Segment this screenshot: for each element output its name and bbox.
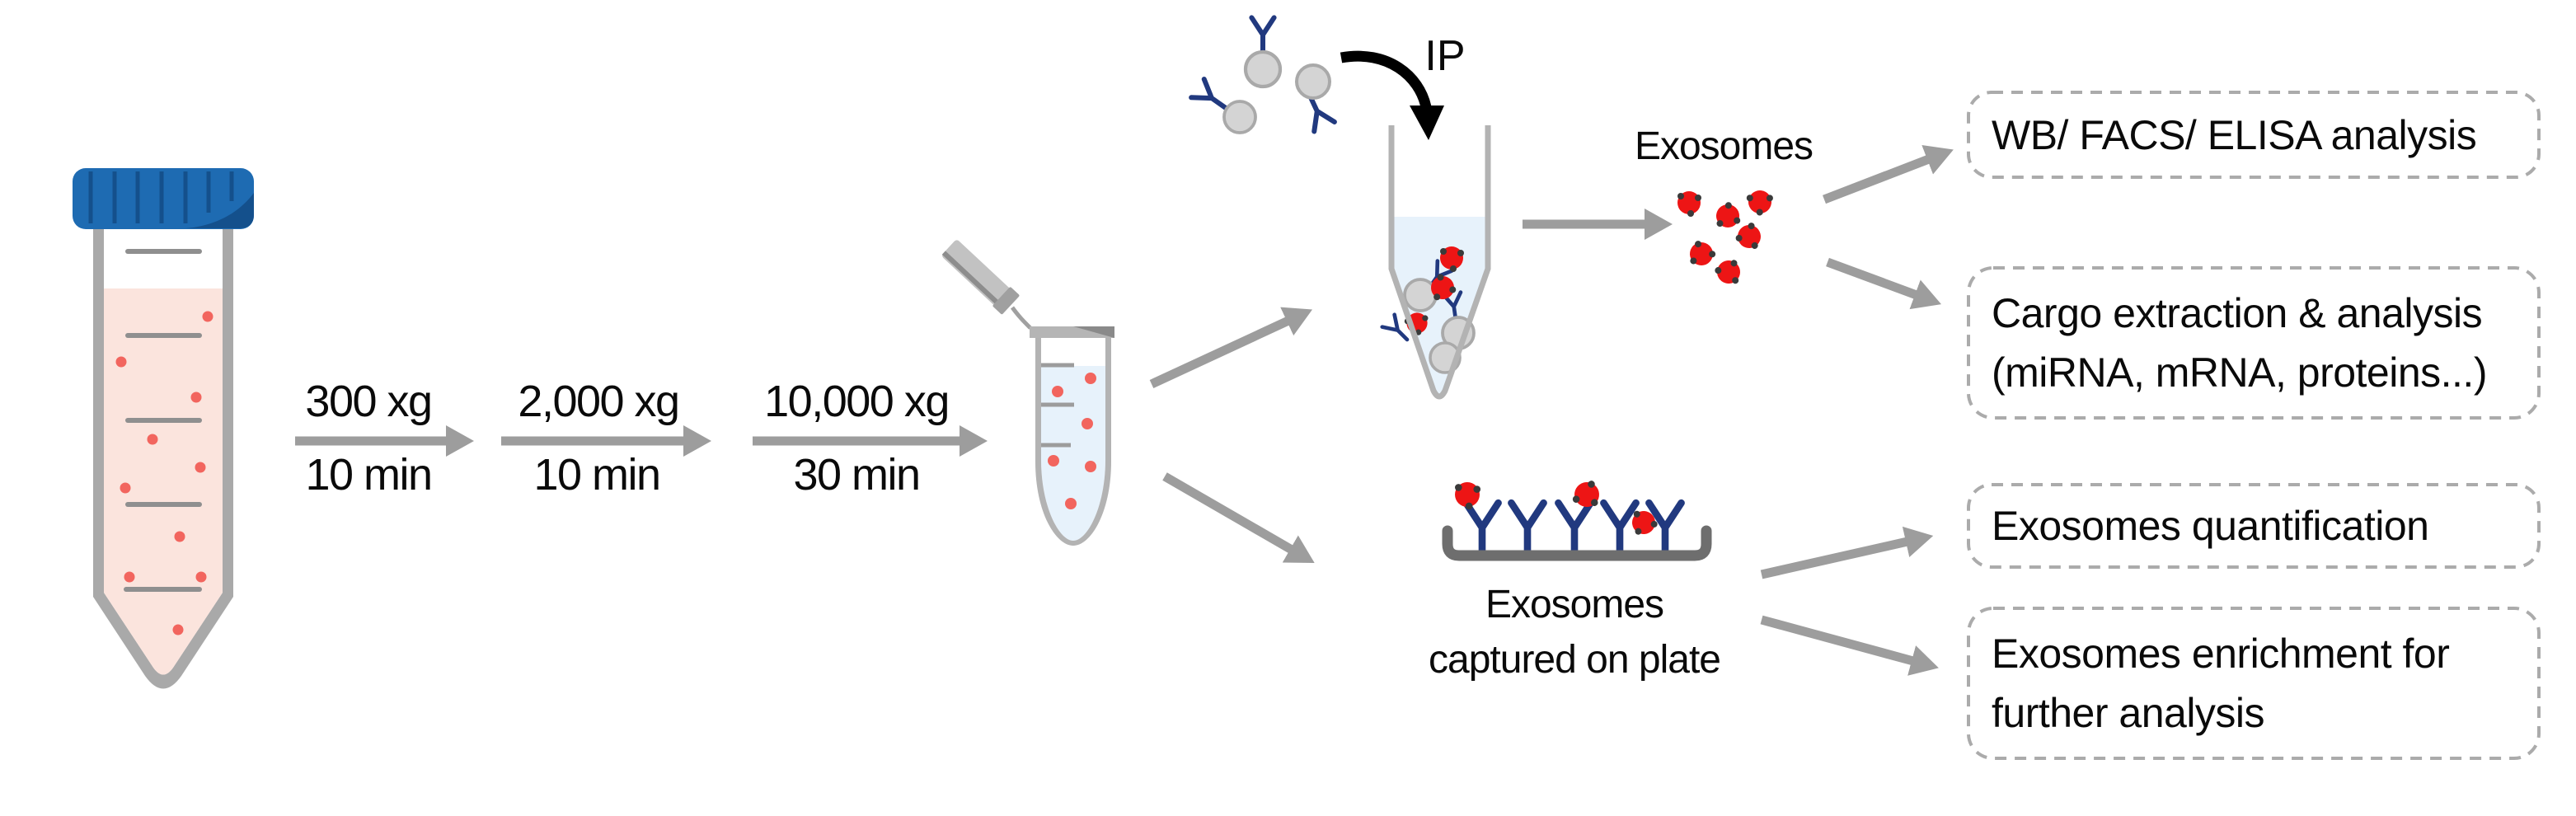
microtube-particles: [1048, 373, 1096, 509]
step-3-time-label: 30 min: [793, 450, 921, 499]
microtube-open-cap: [941, 240, 1032, 330]
bead-icon: [1403, 278, 1438, 312]
ip-tube-wall: [1388, 125, 1491, 400]
exosome-icon: [1710, 199, 1745, 235]
step-1-force-label: 300 xg: [305, 377, 433, 426]
sample-liquid: [104, 288, 223, 675]
arrow-to-cargo-extraction: [1826, 257, 1942, 310]
branch-arrow-to-plate: [1162, 472, 1315, 564]
arrow-to-enrichment: [1760, 615, 1939, 676]
ip-arrow-icon: [1340, 50, 1444, 140]
antibody-icon: [1251, 17, 1274, 52]
antibody-icon: [1466, 503, 1498, 552]
antibody-icon: [1558, 503, 1590, 552]
exosome-cluster-icon: [1677, 185, 1776, 290]
plate-tray: [1442, 525, 1712, 561]
outcome-box-quantification: Exosomes quantification: [1968, 485, 2562, 567]
microtube-ticks: [1041, 363, 1074, 448]
bead-icon: [1295, 63, 1331, 100]
exosome-icon: [1712, 256, 1747, 290]
conical-tube-icon: [73, 168, 254, 689]
outcome-box-wb-facs-elisa: WB/ FACS/ ELISA analysis: [1968, 92, 2562, 177]
microtube-liquid: [1041, 366, 1105, 541]
outcome-line: WB/ FACS/ ELISA analysis: [1992, 111, 2477, 158]
tube-cap-icon: [73, 168, 254, 229]
exosome-icon: [1569, 479, 1602, 512]
bead-icon: [1246, 52, 1280, 87]
plate-caption-line2: captured on plate: [1429, 638, 1721, 682]
outcome-box-1-border: [1967, 91, 2541, 179]
plate-caption-line1: Exosomes: [1485, 583, 1664, 626]
antibody-icon: [1603, 503, 1635, 552]
outcome-box-cargo-extraction: Cargo extraction & analysis (miRNA, mRNA…: [1968, 268, 2562, 418]
branch-arrow-to-ip: [1149, 307, 1313, 388]
arrow-to-wb-facs-elisa: [1823, 144, 1954, 204]
exosome-icon: [1677, 191, 1701, 217]
outcome-line: further analysis: [1992, 690, 2265, 736]
step-3-force-label: 10,000 xg: [764, 377, 950, 426]
sample-particles: [115, 311, 213, 635]
exosomes-label: Exosomes: [1634, 124, 1814, 168]
exosome-icon: [1455, 482, 1481, 510]
antibody-bead-conjugates-icon: [1191, 17, 1335, 134]
exosome-icon: [1741, 185, 1776, 218]
ip-label: IP: [1424, 32, 1466, 80]
outcome-box-2-border: [1967, 266, 2541, 420]
capture-plate-icon: [1442, 479, 1712, 561]
outcome-box-3-border: [1967, 483, 2541, 569]
outcome-box-enrichment: Exosomes enrichment for further analysis: [1968, 608, 2562, 758]
microcentrifuge-tube-icon: [941, 240, 1114, 546]
arrow-to-quantification: [1760, 526, 1934, 579]
graduation-lines: [124, 249, 202, 592]
plate-caption: Exosomes captured on plate: [1429, 577, 1721, 687]
outcome-line: Exosomes quantification: [1992, 503, 2429, 549]
ip-tube-icon: [1382, 125, 1491, 400]
outcome-line: Exosomes enrichment for: [1992, 631, 2450, 677]
step-1-time-label: 10 min: [305, 450, 433, 499]
outcome-box-4-border: [1967, 607, 2541, 760]
step-2-time-label: 10 min: [533, 450, 661, 499]
step-2-force-label: 2,000 xg: [518, 377, 680, 426]
antibody-icon: [1511, 503, 1543, 552]
conical-tube-body: [93, 229, 233, 689]
exosome-icon: [1687, 239, 1718, 268]
bead-icon: [1222, 100, 1257, 134]
outcome-line: (miRNA, mRNA, proteins...): [1992, 349, 2487, 396]
exosome-icon: [1734, 218, 1765, 251]
outcome-line: Cargo extraction & analysis: [1992, 290, 2483, 336]
